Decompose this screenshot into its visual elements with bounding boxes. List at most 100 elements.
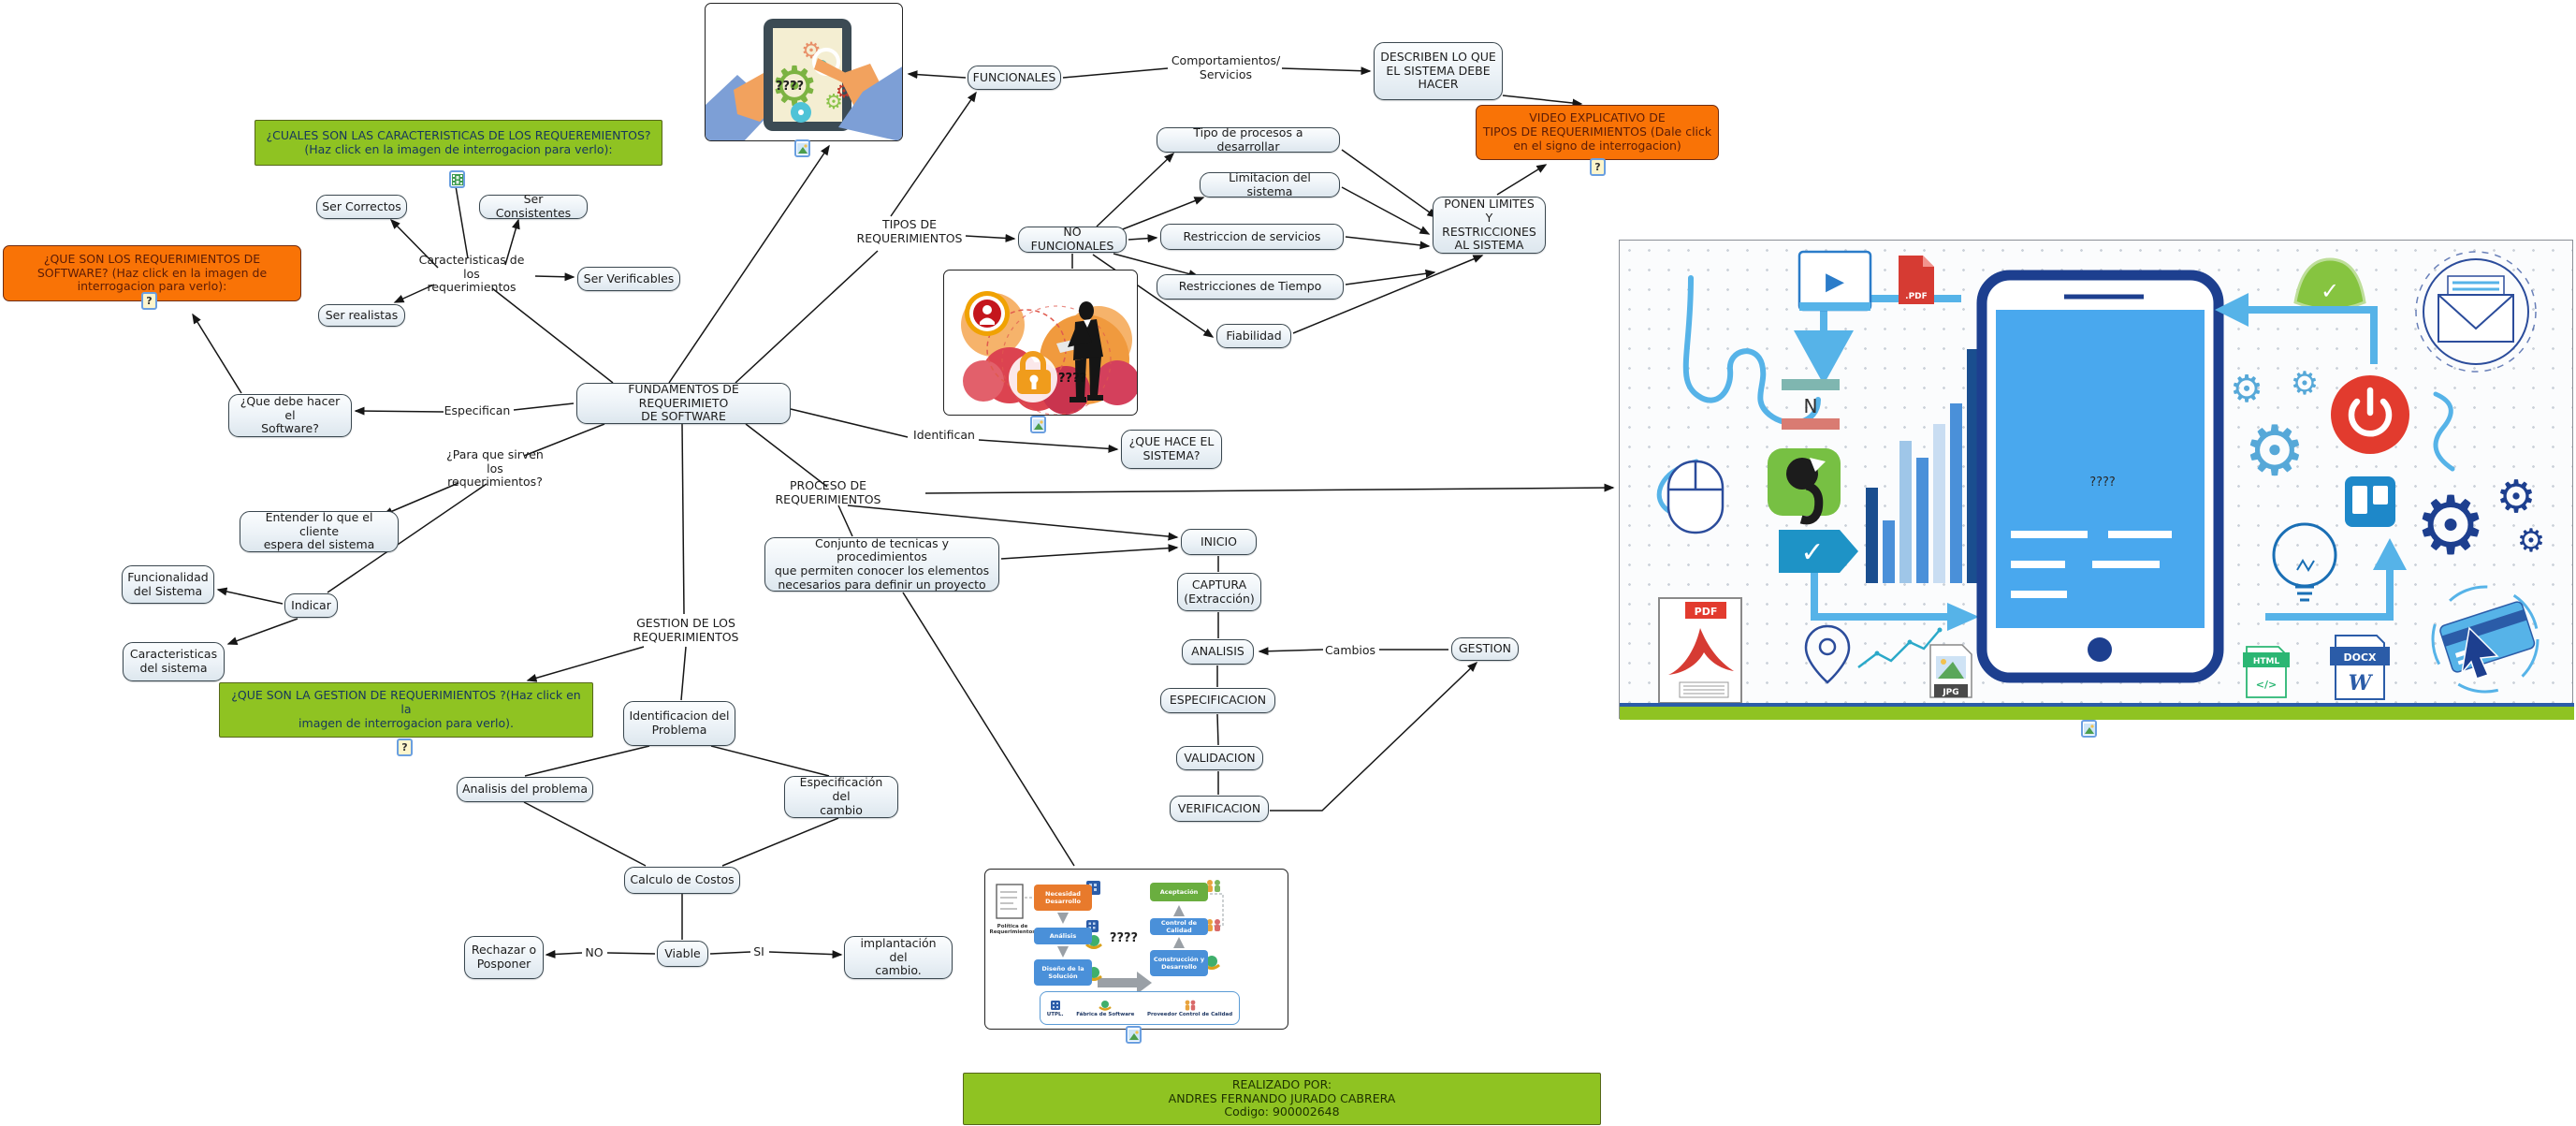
question-resource-icon[interactable]: ?	[141, 292, 157, 310]
trello-icon	[2345, 476, 2395, 527]
link	[681, 423, 685, 615]
svg-text:⚙: ⚙	[2517, 522, 2545, 560]
link	[735, 250, 879, 384]
gestion-requerimientos[interactable]: GESTION DE LOS REQUERIMIENTOS	[633, 616, 739, 644]
ser-verificables[interactable]: Ser Verificables	[577, 267, 680, 291]
link	[1270, 661, 1478, 812]
especificacion-cambio[interactable]: Especificación del cambio	[784, 776, 898, 818]
check-tag-icon: ✓	[1779, 530, 1858, 573]
restricciones-tiempo[interactable]: Restricciones de Tiempo	[1157, 274, 1344, 300]
link	[504, 218, 520, 266]
caracteristicas-requerimientos[interactable]: Caracteristicas de los requerimientos	[418, 252, 525, 295]
fundamentos[interactable]: FUNDAMENTOS DE REQUERIMIETO DE SOFTWARE	[576, 382, 791, 424]
picture-resource-icon[interactable]	[1126, 1026, 1142, 1044]
no-funcionales[interactable]: NO FUNCIONALES	[1018, 225, 1127, 253]
captura[interactable]: CAPTURA (Extracción)	[1177, 573, 1261, 611]
question-resource-icon[interactable]: ?	[1590, 158, 1606, 176]
gestion[interactable]: GESTION	[1451, 637, 1519, 661]
tablet-gears-image[interactable]: ⚙ ⚙ ⚙ ⚙ ????	[705, 3, 903, 141]
inicio[interactable]: INICIO	[1181, 529, 1257, 555]
flow-question-text: ????	[1109, 931, 1139, 945]
link	[902, 592, 1075, 867]
funcionales[interactable]: FUNCIONALES	[968, 66, 1061, 90]
requirements-infographic-image[interactable]: ▶ .PDF N	[1619, 240, 2574, 720]
conjunto-tecnicas[interactable]: Conjunto de tecnicas y procedimientos qu…	[764, 536, 999, 592]
line-chart-icon	[1857, 627, 1943, 668]
cambios[interactable]: Cambios	[1324, 642, 1376, 657]
tipos-requerimientos[interactable]: TIPOS DE REQUERIMIENTOS	[856, 217, 963, 245]
link	[1258, 647, 1324, 656]
link	[721, 817, 839, 867]
describen[interactable]: DESCRIBEN LO QUE EL SISTEMA DEBE HACER	[1374, 42, 1503, 100]
link	[1345, 236, 1431, 250]
svg-text:JPG: JPG	[1942, 688, 1958, 697]
link	[1341, 149, 1438, 218]
validacion[interactable]: VALIDACION	[1176, 746, 1263, 770]
link	[790, 408, 909, 438]
svg-text:✓: ✓	[1800, 536, 1824, 569]
picture-resource-icon[interactable]	[2081, 720, 2097, 738]
calculo-costos[interactable]: Calculo de Costos	[624, 867, 740, 894]
picture-resource-icon[interactable]	[794, 139, 810, 157]
proceso-requerimientos[interactable]: PROCESO DE REQUERIMIENTOS	[775, 478, 881, 506]
svg-text:.PDF: .PDF	[1905, 292, 1928, 301]
link	[327, 483, 488, 593]
que-hace-sistema[interactable]: ¿QUE HACE EL SISTEMA?	[1121, 430, 1222, 469]
si[interactable]: SI	[753, 943, 764, 958]
limitacion-sistema[interactable]: Limitacion del sistema	[1200, 170, 1340, 197]
especifican[interactable]: Especifican	[444, 402, 511, 417]
svg-text:▶: ▶	[1826, 268, 1844, 296]
svg-text:⚙: ⚙	[2414, 479, 2486, 573]
link	[523, 801, 647, 867]
green-gestion[interactable]: ¿QUE SON LA GESTION DE REQUERIMIENTOS ?(…	[219, 682, 593, 738]
green-characteristics[interactable]: ¿CUALES SON LAS CARACTERISTICAS DE LOS R…	[255, 120, 662, 166]
que-debe-hacer[interactable]: ¿Que debe hacer el Software?	[228, 394, 352, 437]
link	[455, 185, 469, 259]
especificacion[interactable]: ESPECIFICACION	[1160, 688, 1275, 713]
flow-box-construccion: Construcción y Desarrollo	[1150, 950, 1208, 976]
funcionalidad-sistema[interactable]: Funcionalidad del Sistema	[122, 565, 214, 604]
ponen-limites[interactable]: PONEN LIMITES Y RESTRICCIONES AL SISTEMA	[1433, 197, 1546, 254]
fiabilidad[interactable]: Fiabilidad	[1216, 324, 1291, 348]
orange-video[interactable]: VIDEO EXPLICATIVO DE TIPOS DE REQUERIMIE…	[1476, 105, 1719, 160]
ser-realistas[interactable]: Ser realistas	[318, 304, 405, 327]
link	[534, 272, 575, 282]
picture-resource-icon[interactable]	[1030, 416, 1046, 433]
entender-cliente[interactable]: Entender lo que el cliente espera del si…	[240, 510, 399, 552]
indicar[interactable]: Indicar	[284, 593, 338, 618]
implantacion-cambio[interactable]: implantación del cambio.	[844, 936, 953, 979]
analisis-problema[interactable]: Analisis del problema	[457, 777, 593, 802]
analyst-security-image[interactable]: ????	[943, 270, 1138, 416]
link	[389, 218, 439, 269]
right-arrow	[1947, 603, 1979, 631]
ser-consistentes[interactable]: Ser Consistentes	[479, 192, 588, 220]
svg-text:⚙: ⚙	[2230, 368, 2263, 411]
para-que-sirven[interactable]: ¿Para que sirven los requerimientos?	[446, 446, 544, 490]
film-resource-icon[interactable]	[449, 170, 465, 188]
verificacion[interactable]: VERIFICACION	[1170, 796, 1269, 822]
analisis[interactable]: ANALISIS	[1182, 639, 1254, 665]
identifican[interactable]: Identifican	[913, 427, 975, 442]
tipo-procesos[interactable]: Tipo de procesos a desarrollar	[1157, 125, 1340, 153]
restriccion-servicios[interactable]: Restriccion de servicios	[1160, 224, 1344, 250]
basecamp-icon: ✓	[2293, 257, 2366, 311]
svg-text:⚙: ⚙	[2496, 471, 2536, 523]
credit[interactable]: REALIZADO POR: ANDRES FERNANDO JURADO CA…	[963, 1073, 1601, 1125]
bar-chart-icon	[1866, 349, 1980, 583]
process-flow-image[interactable]: Política de Requerimientos Necesidad Des…	[984, 869, 1288, 1030]
viable[interactable]: Viable	[657, 941, 708, 967]
caracteristicas-sistema[interactable]: Caracteristicas del sistema	[123, 642, 225, 681]
html-file-icon: HTML </>	[2243, 646, 2290, 698]
identificacion-problema[interactable]: Identificacion del Problema	[623, 701, 735, 746]
svg-text:⚙: ⚙	[2291, 365, 2319, 402]
card-cursor-icon	[2431, 585, 2540, 694]
no[interactable]: NO	[585, 944, 604, 959]
question-resource-icon[interactable]: ?	[397, 738, 413, 756]
flow-box-necesidad: Necesidad Desarrollo	[1034, 885, 1092, 911]
rechazar-posponer[interactable]: Rechazar o Posponer	[464, 936, 544, 979]
ser-correctos[interactable]: Ser Correctos	[316, 195, 407, 219]
svg-text:PDF: PDF	[1695, 606, 1718, 618]
comportamientos[interactable]: Comportamientos/ Servicios	[1171, 53, 1281, 81]
down-arrow	[1057, 913, 1069, 924]
